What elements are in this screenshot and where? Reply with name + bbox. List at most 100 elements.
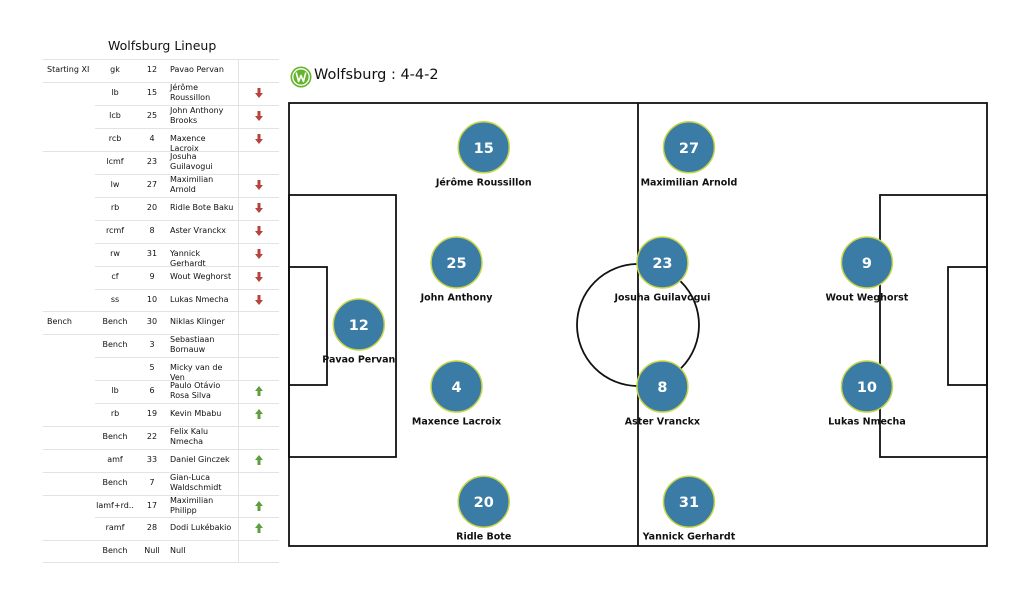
player-name-label: Josuha Guilavogui bbox=[613, 292, 710, 303]
player-name-label: Aster Vranckx bbox=[625, 417, 700, 428]
player-number: 27 bbox=[679, 141, 699, 157]
lineup-number: 28 bbox=[146, 523, 158, 532]
player-name-label: Yannick Gerhardt bbox=[642, 532, 736, 543]
lineup-player-name-line: Null bbox=[170, 546, 186, 555]
lineup-number: 25 bbox=[146, 111, 158, 120]
lineup-player-name: Kevin Mbabu bbox=[170, 409, 236, 419]
lineup-player-name-line: Maxence Lacroix bbox=[170, 134, 206, 153]
lineup-number: 3 bbox=[149, 340, 155, 349]
lineup-player-name-line: Maximilian bbox=[170, 175, 214, 184]
lineup-position: rcb bbox=[108, 134, 122, 143]
lineup-position: Bench bbox=[102, 432, 128, 441]
lineup-player-name: Aster Vranckx bbox=[170, 226, 236, 236]
player-circle bbox=[636, 360, 689, 413]
lineup-player-name: Ridle Bote Baku bbox=[170, 203, 236, 213]
player-number: 25 bbox=[446, 256, 466, 272]
arrow-down-icon bbox=[255, 249, 263, 259]
lineup-row: rb 19 Kevin Mbabu bbox=[43, 409, 279, 419]
lineup-row: rcmf 8 Aster Vranckx bbox=[43, 226, 279, 236]
lineup-player-name-line: Sebastiaan bbox=[170, 335, 215, 344]
player-circle bbox=[662, 121, 716, 174]
lineup-position: rb bbox=[110, 409, 120, 418]
lineup-position: rw bbox=[110, 249, 120, 258]
lineup-number: 7 bbox=[149, 478, 155, 487]
player-number: 12 bbox=[349, 318, 369, 334]
player-name-label: Pavao Pervan bbox=[322, 355, 395, 366]
player-number: 23 bbox=[652, 256, 672, 272]
lineup-player-name-line: Arnold bbox=[170, 185, 196, 194]
row-divider bbox=[95, 105, 279, 106]
lineup-number: 23 bbox=[146, 157, 158, 166]
arrow-down-icon bbox=[255, 272, 263, 282]
lineup-position: rcmf bbox=[105, 226, 125, 235]
row-divider bbox=[43, 562, 279, 563]
lineup-number: 17 bbox=[146, 501, 158, 510]
lineup-position: lw bbox=[110, 180, 120, 189]
lineup-position: rb bbox=[110, 203, 120, 212]
row-divider bbox=[43, 334, 279, 335]
lineup-player-name-line: Nmecha bbox=[170, 437, 204, 446]
lineup-number: 27 bbox=[146, 180, 158, 189]
player-circle bbox=[430, 236, 483, 289]
player-name-label: Lukas Nmecha bbox=[828, 417, 906, 428]
lineup-position: cf bbox=[111, 272, 119, 281]
lineup-player-name-line: Roussillon bbox=[170, 93, 211, 102]
row-divider bbox=[95, 266, 279, 267]
lineup-position: ss bbox=[110, 295, 120, 304]
row-divider bbox=[95, 380, 279, 381]
lineup-position: lb bbox=[111, 386, 119, 395]
lineup-player-name-line: Bornauw bbox=[170, 345, 206, 354]
lineup-player-name: Maxence Lacroix bbox=[170, 134, 236, 154]
lineup-row: rb 20 Ridle Bote Baku bbox=[43, 203, 279, 213]
player-number: 8 bbox=[657, 380, 667, 396]
lineup-player-name-line: Josuha bbox=[170, 152, 197, 161]
arrow-down-icon bbox=[255, 203, 263, 213]
lineup-player-name-line: Micky van de Ven bbox=[170, 363, 223, 382]
lineup-player-name-line: Niklas Klinger bbox=[170, 317, 225, 326]
player-name-label: Jérôme Roussillon bbox=[435, 177, 532, 188]
lineup-player-name-line: Pavao Pervan bbox=[170, 65, 224, 74]
lineup-number: 10 bbox=[146, 295, 158, 304]
player-name-label: John Anthony bbox=[420, 292, 494, 303]
arrow-up-icon bbox=[255, 386, 263, 396]
arrow-down-icon bbox=[255, 295, 263, 305]
lineup-player-name-line: Daniel Ginczek bbox=[170, 455, 230, 464]
arrow-up-icon bbox=[255, 455, 263, 465]
player-name-label: Ridle Bote bbox=[456, 532, 511, 543]
lineup-number: 20 bbox=[146, 203, 158, 212]
lineup-player-name: Daniel Ginczek bbox=[170, 455, 236, 465]
lineup-player-name-line: Aster Vranckx bbox=[170, 226, 227, 235]
lineup-number: 19 bbox=[146, 409, 158, 418]
player-name-label: Wout Weghorst bbox=[826, 292, 909, 303]
lineup-player-name-line: Rosa Silva bbox=[170, 391, 211, 400]
row-divider bbox=[43, 495, 279, 496]
row-divider bbox=[43, 59, 279, 60]
lineup-player-name-line: Jérôme bbox=[170, 83, 199, 92]
lineup-position: Bench bbox=[102, 546, 128, 555]
lineup-player-name-line: Wout Weghorst bbox=[170, 272, 232, 281]
lineup-player-name: Pavao Pervan bbox=[170, 65, 236, 75]
lineup-number: 8 bbox=[149, 226, 155, 235]
lineup-number: 12 bbox=[146, 65, 158, 74]
lineup-number: 30 bbox=[146, 317, 158, 326]
lineup-player-name: Yannick Gerhardt bbox=[170, 249, 236, 269]
